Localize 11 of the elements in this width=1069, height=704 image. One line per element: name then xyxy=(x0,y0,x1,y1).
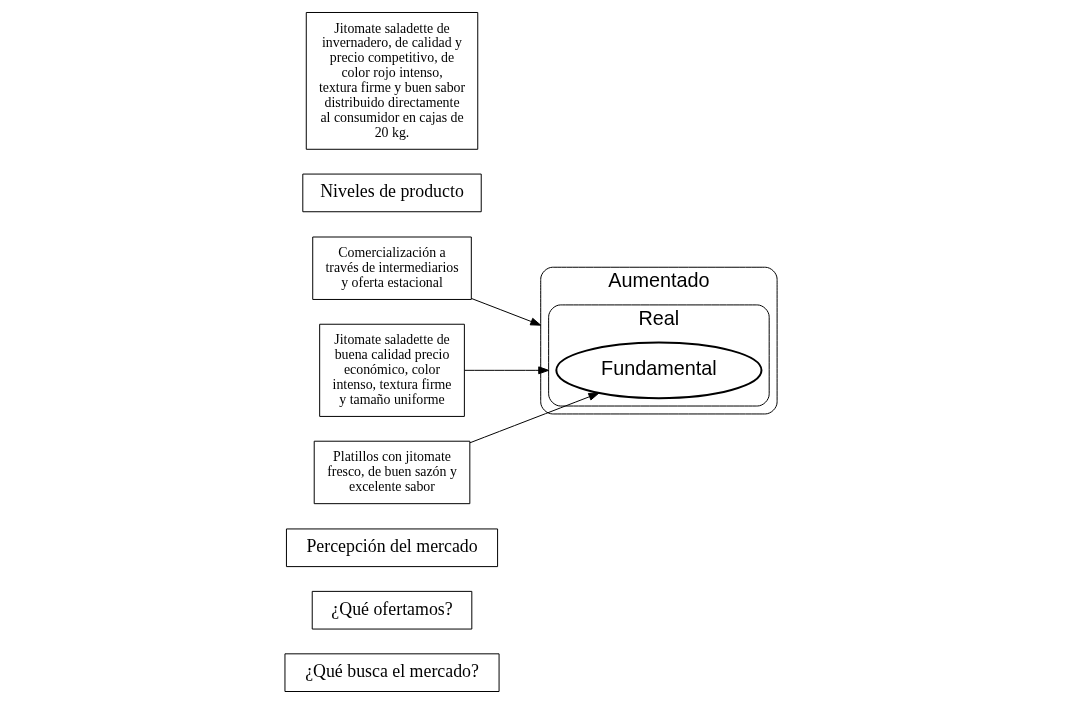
node-box: Percepción del mercado xyxy=(285,528,498,568)
node-box: Jitomate saladette de invernadero, de calidad y precio competitivo, de color rojo intenso, textura firme y buen sabor distribuido directamente al consumidor en cajas de 20 kg. xyxy=(305,12,478,150)
node-box: Platillos con jitomate fresco, de buen sazón y excelente sabor xyxy=(313,440,470,505)
arrow xyxy=(463,366,549,375)
arrow xyxy=(470,297,541,326)
node-box: Jitomate saladette de buena calidad precio económico, color intenso, textura firme y tamaño uniforme xyxy=(318,323,465,417)
node-box: ¿Qué ofertamos? xyxy=(311,590,472,630)
arrow xyxy=(469,392,599,444)
node-box: Comercialización a través de intermediarios y oferta estacional xyxy=(311,236,472,300)
node-box: ¿Qué busca el mercado? xyxy=(283,653,500,692)
node-box: Niveles de producto xyxy=(301,173,482,213)
